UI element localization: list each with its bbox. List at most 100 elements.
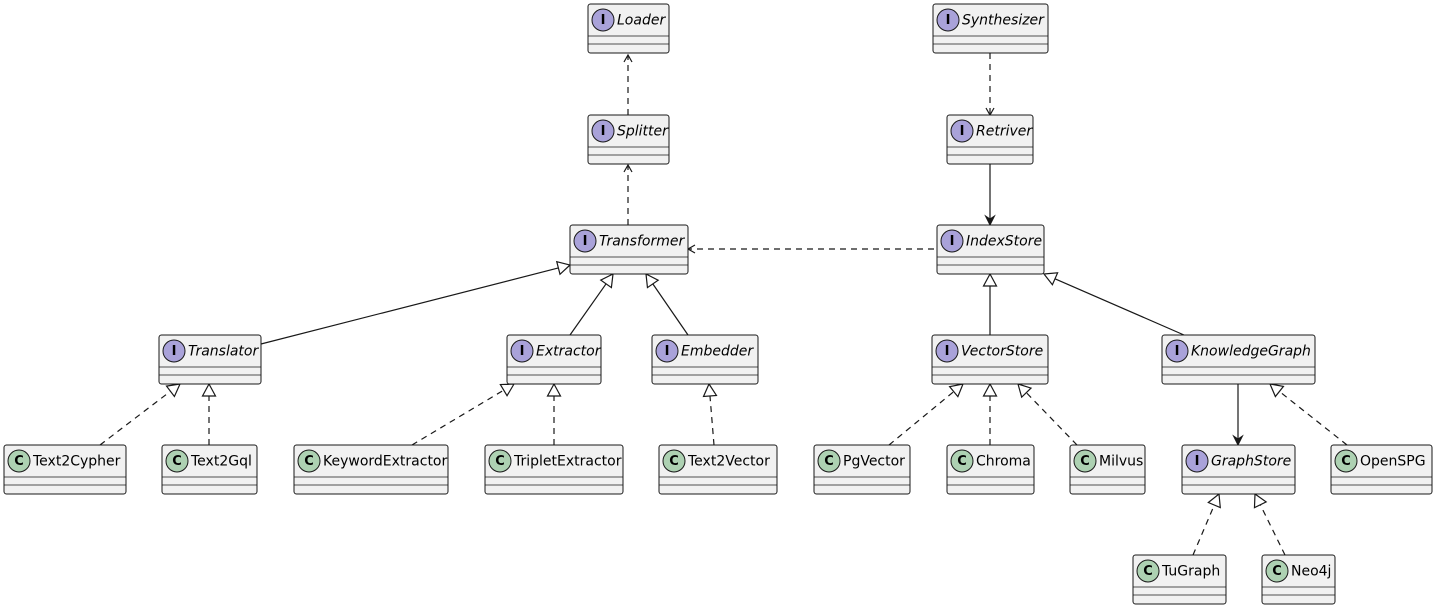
edge-retriver-to-indexstore	[984, 164, 996, 227]
badge-letter: I	[520, 344, 525, 359]
node-name: Extractor	[536, 344, 602, 360]
box-frame	[651, 334, 759, 385]
node-name: IndexStore	[966, 234, 1042, 250]
badge-letter: I	[665, 344, 670, 359]
node-name: Synthesizer	[962, 13, 1045, 29]
node-name: Embedder	[681, 344, 754, 360]
inheritance-arrowhead	[201, 382, 217, 397]
class-badge-icon	[488, 449, 512, 473]
translator-interface-box: I Translator	[158, 334, 262, 385]
badge-letter: I	[1175, 344, 1180, 359]
node-name: Text2Cypher	[32, 454, 121, 470]
milvus-class-box: C Milvus	[1069, 444, 1146, 495]
text2cypher-class-box: C Text2Cypher	[3, 444, 127, 495]
edge-indexstore-to-transformer	[686, 244, 934, 254]
class-badge-icon	[1136, 559, 1160, 583]
edge-pgvector-to-vectorstore	[888, 383, 964, 446]
vectorstore-interface-box: I VectorStore	[931, 334, 1049, 385]
association-arrowhead	[984, 214, 996, 227]
node-name: Loader	[617, 13, 666, 29]
node-name: OpenSPG	[1360, 454, 1426, 470]
box-frame	[658, 444, 778, 495]
interface-badge-icon	[573, 229, 597, 253]
edge-line	[1192, 504, 1215, 556]
edge-text2vector-to-embedder	[702, 382, 718, 446]
edge-neo4j-to-graphstore	[1253, 492, 1286, 556]
badge-letter: C	[1143, 564, 1153, 579]
node-name: PgVector	[843, 454, 905, 470]
node-name: Neo4j	[1291, 564, 1331, 580]
node-name: Milvus	[1099, 454, 1143, 470]
inheritance-arrowhead	[1042, 272, 1059, 286]
badge-letter: C	[304, 454, 314, 469]
openspg-class-box: C OpenSPG	[1330, 444, 1433, 495]
class-badge-icon	[817, 449, 841, 473]
interface-badge-icon	[950, 119, 974, 143]
dependency-arrowhead	[623, 53, 633, 63]
edge-keywordextractor-to-extractor	[411, 383, 516, 446]
neo4j-class-box: C Neo4j	[1261, 554, 1336, 605]
box-frame	[484, 444, 624, 495]
class-badge-icon	[165, 449, 189, 473]
edge-milvus-to-vectorstore	[1017, 383, 1078, 446]
edge-tugraph-to-graphstore	[1192, 492, 1221, 556]
node-name: VectorStore	[961, 344, 1043, 360]
badge-letter: C	[1272, 564, 1282, 579]
dependency-arrowhead	[623, 163, 633, 173]
badge-letter: I	[601, 13, 606, 28]
loader-interface-box: I Loader	[587, 3, 670, 54]
badge-letter: C	[1080, 454, 1090, 469]
edge-embedder-to-transformer	[645, 272, 689, 336]
node-name: Translator	[188, 344, 259, 360]
badge-letter: C	[824, 454, 834, 469]
edge-chroma-to-vectorstore	[982, 382, 998, 445]
inheritance-arrowhead	[702, 382, 718, 398]
association-arrowhead	[1232, 434, 1244, 447]
edge-vectorstore-to-indexstore	[982, 272, 998, 335]
badge-letter: C	[495, 454, 505, 469]
inheritance-arrowhead	[1269, 383, 1285, 398]
interface-badge-icon	[935, 339, 959, 363]
node-name: Text2Vector	[687, 454, 770, 470]
badge-letter: I	[172, 344, 177, 359]
class-badge-icon	[950, 449, 974, 473]
badge-letter: I	[960, 124, 965, 139]
class-badge-icon	[1334, 449, 1358, 473]
edge-splitter-to-loader	[623, 53, 633, 115]
edges-layer	[99, 53, 1348, 556]
inheritance-arrowhead	[982, 272, 998, 287]
interface-badge-icon	[591, 119, 615, 143]
inheritance-arrowhead	[1253, 492, 1268, 509]
inheritance-arrowhead	[982, 382, 998, 397]
badge-letter: I	[1195, 454, 1200, 469]
edge-transformer-to-splitter	[623, 163, 633, 225]
box-frame	[931, 334, 1049, 385]
box-frame	[932, 3, 1049, 54]
edge-line	[411, 389, 505, 446]
badge-letter: C	[1341, 454, 1351, 469]
edge-line	[888, 391, 955, 446]
badge-letter: C	[14, 454, 24, 469]
edge-knowledgegraph-to-indexstore	[1042, 272, 1185, 336]
badge-letter: I	[950, 234, 955, 249]
badge-letter: I	[946, 13, 951, 28]
inheritance-arrowhead	[165, 383, 182, 398]
edge-line	[1259, 504, 1286, 556]
badge-letter: I	[945, 344, 950, 359]
inheritance-arrowhead	[1207, 492, 1221, 509]
node-name: Chroma	[976, 454, 1031, 470]
edge-extractor-to-transformer	[569, 272, 614, 336]
interface-badge-icon	[1165, 339, 1189, 363]
box-frame	[1181, 444, 1296, 495]
indexstore-interface-box: I IndexStore	[936, 224, 1045, 275]
interface-badge-icon	[940, 229, 964, 253]
